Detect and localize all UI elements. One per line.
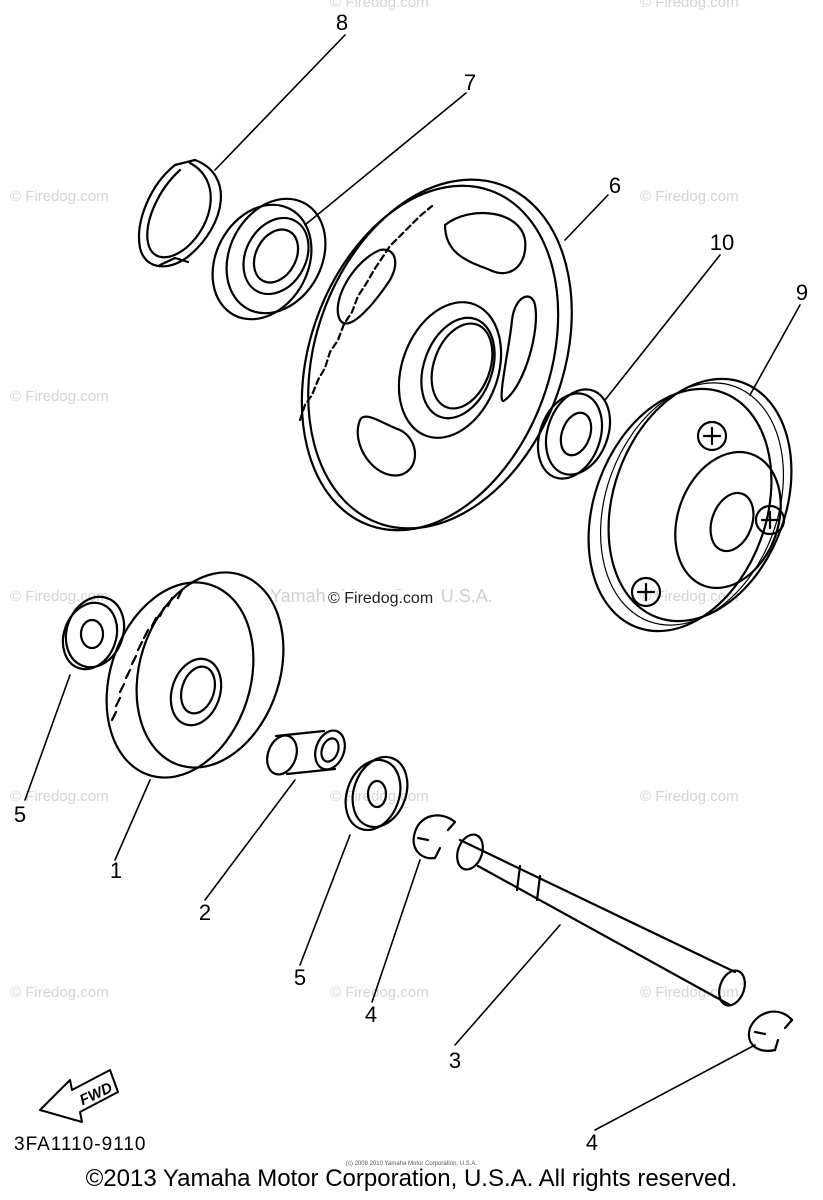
part-4-clip-middle — [412, 814, 457, 860]
callout-6: 6 — [609, 173, 621, 198]
part-2-collar — [266, 729, 346, 776]
watermark-4: © Firedog.com — [640, 188, 739, 205]
watermark-2: © Firedog.com — [640, 0, 739, 11]
callout-3: 3 — [449, 1048, 461, 1073]
part-code: 3FA1110-9110 — [14, 1134, 147, 1155]
part-5-washer-upper — [61, 595, 126, 671]
watermark-10: © Firedog.com — [640, 788, 739, 805]
part-4-clip-lower — [747, 1010, 794, 1052]
fwd-arrow — [39, 1069, 119, 1123]
watermark-3: © Firedog.com — [10, 188, 109, 205]
watermark-8: © Firedog.com — [10, 788, 109, 805]
copyright: ©2013 Yamaha Motor Corporation, U.S.A. A… — [85, 1165, 738, 1192]
watermark-11: © Firedog.com — [10, 984, 109, 1001]
watermark-5: © Firedog.com — [10, 388, 109, 405]
part-6-gear — [298, 178, 573, 532]
callout-8: 8 — [336, 10, 348, 35]
callout-1: 1 — [110, 858, 122, 883]
callout-7: 7 — [464, 70, 476, 95]
watermark-12: © Firedog.com — [330, 984, 429, 1001]
part-7-bearing — [211, 197, 327, 321]
callout-4-lower: 4 — [586, 1130, 598, 1155]
part-10-washer — [536, 388, 612, 480]
callout-9: 9 — [796, 280, 808, 305]
part-3-shaft — [456, 833, 746, 1007]
callout-5-upper: 5 — [14, 802, 26, 827]
watermark-firedog-center: © Firedog.com — [326, 590, 436, 608]
fine-print: (c) 2008 2010 Yamaha Motor Corporation, … — [345, 1161, 478, 1167]
leader-lines — [24, 34, 801, 1131]
callout-5-lower: 5 — [294, 965, 306, 990]
callout-2: 2 — [199, 900, 211, 925]
callout-4-middle: 4 — [365, 1002, 377, 1027]
part-1-gear — [105, 571, 285, 779]
callout-10: 10 — [710, 230, 734, 255]
watermark-7: © Firedog.com — [640, 588, 739, 605]
part-9-clutch — [587, 377, 793, 633]
part-5-washer-lower — [344, 755, 409, 832]
watermark-1: © Firedog.com — [330, 0, 429, 11]
part-8-circlip — [137, 158, 222, 268]
